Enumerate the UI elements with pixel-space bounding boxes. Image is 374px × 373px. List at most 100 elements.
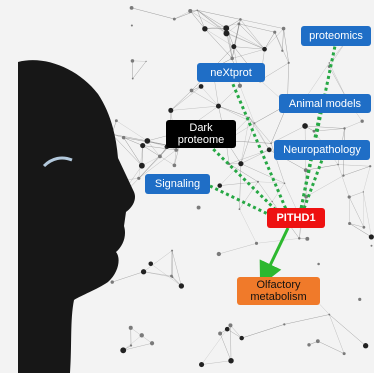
mesh-node xyxy=(239,18,242,21)
mesh-edge xyxy=(143,271,173,278)
link-dark-proteome xyxy=(208,144,282,216)
mesh-node xyxy=(337,163,339,166)
mesh-edge xyxy=(329,314,345,354)
node-proteomics: proteomics xyxy=(301,26,371,46)
mesh-edge xyxy=(218,85,241,107)
mesh-edge xyxy=(143,271,172,277)
mesh-edge xyxy=(204,27,227,30)
link-neuropathology xyxy=(300,159,324,215)
mesh-node xyxy=(218,331,223,336)
mesh-edge xyxy=(218,105,250,118)
mesh-edge xyxy=(111,134,143,166)
mesh-node xyxy=(178,283,185,289)
mesh-node xyxy=(168,107,174,113)
mesh-node xyxy=(145,60,147,62)
node-pithd1: PITHD1 xyxy=(267,208,325,228)
mesh-node xyxy=(172,17,176,21)
mesh-node xyxy=(174,148,178,152)
mesh-edge xyxy=(317,340,345,354)
mesh-edge xyxy=(201,360,232,365)
mesh-edge xyxy=(170,105,219,111)
mesh-edge xyxy=(249,117,270,150)
mesh-node xyxy=(199,362,205,368)
mesh-edge xyxy=(363,191,365,228)
mesh-node xyxy=(215,103,221,109)
mesh-edge xyxy=(239,85,255,124)
mesh-edge xyxy=(226,33,233,59)
mesh-edge xyxy=(283,28,289,63)
mesh-edge xyxy=(123,137,143,146)
mesh-edge xyxy=(228,33,265,50)
mesh-edge xyxy=(314,128,345,132)
mesh-edge xyxy=(218,105,255,124)
mesh-edge xyxy=(197,10,227,29)
mesh-node xyxy=(358,297,362,301)
mesh-edge xyxy=(174,10,191,20)
node-animal-models: Animal models xyxy=(279,94,371,113)
mesh-node xyxy=(360,119,364,123)
mesh-edge xyxy=(201,329,228,365)
mesh-edge xyxy=(174,149,177,166)
link-animal-models xyxy=(298,111,322,215)
mesh-edge xyxy=(170,86,202,111)
mesh-node xyxy=(368,234,374,240)
mesh-edge xyxy=(233,46,265,50)
mesh-node xyxy=(281,26,286,31)
mesh-node xyxy=(343,127,346,130)
mesh-edge xyxy=(306,175,344,197)
mesh-node xyxy=(198,84,204,89)
mesh-edge xyxy=(349,191,364,198)
mesh-edge xyxy=(228,163,259,182)
mesh-node xyxy=(130,24,133,27)
mesh-node xyxy=(231,44,237,50)
mesh-edge xyxy=(171,250,182,287)
mesh-edge xyxy=(190,10,227,34)
mesh-edge xyxy=(228,33,233,59)
mesh-node xyxy=(328,313,331,316)
mesh-edge xyxy=(204,28,234,47)
mesh-node xyxy=(121,135,126,140)
mesh-edge xyxy=(231,23,240,59)
mesh-node xyxy=(302,123,308,129)
mesh-edge xyxy=(257,181,273,202)
link-signaling xyxy=(209,184,273,218)
mesh-edge xyxy=(191,90,219,107)
mesh-node xyxy=(281,49,284,52)
mesh-node xyxy=(138,162,145,169)
mesh-node xyxy=(202,26,208,32)
mesh-edge xyxy=(197,10,227,34)
mesh-node xyxy=(224,326,230,332)
mesh-edge xyxy=(240,19,265,50)
mesh-node xyxy=(188,8,193,14)
mesh-node xyxy=(217,183,223,188)
mesh-node xyxy=(254,241,259,245)
mesh-edge xyxy=(141,156,161,166)
node-nextprot: neXtprot xyxy=(197,63,265,82)
mesh-node xyxy=(149,341,155,346)
mesh-edge xyxy=(348,196,365,228)
mesh-edge xyxy=(200,86,219,107)
mesh-edge xyxy=(204,23,239,30)
mesh-edge xyxy=(240,163,285,184)
mesh-node xyxy=(196,9,199,12)
mesh-edge xyxy=(138,145,143,179)
mesh-node xyxy=(189,88,194,93)
mesh-edge xyxy=(132,61,147,79)
mesh-node xyxy=(271,200,273,203)
mesh-edge xyxy=(142,145,177,151)
mesh-edge xyxy=(138,149,177,179)
mesh-edge xyxy=(123,343,153,351)
eye-glow xyxy=(42,156,73,168)
mesh-edge xyxy=(123,335,142,351)
mesh-node xyxy=(237,83,243,88)
mesh-edge xyxy=(284,314,330,325)
mesh-node xyxy=(196,205,201,210)
mesh-node xyxy=(287,61,290,64)
mesh-edge xyxy=(227,328,242,339)
mesh-edge xyxy=(138,145,170,179)
mesh-edge xyxy=(147,140,161,157)
mesh-edge xyxy=(218,243,257,255)
